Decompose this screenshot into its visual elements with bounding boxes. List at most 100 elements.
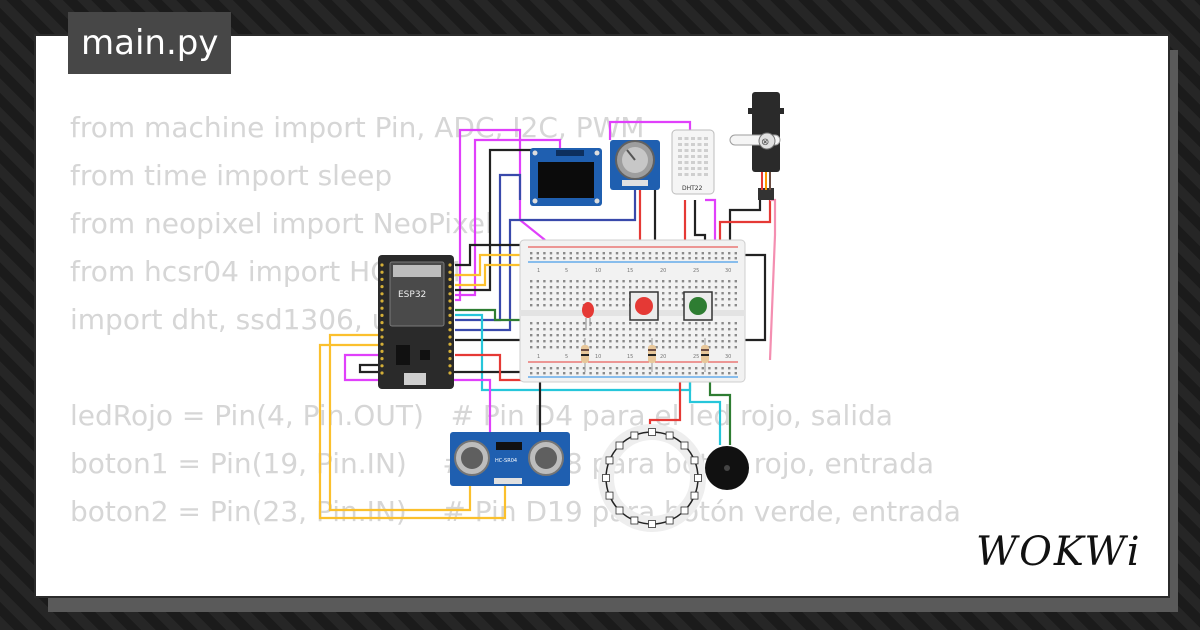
bb-hole [642, 328, 645, 331]
bb-hole [589, 346, 592, 349]
bb-hole [530, 372, 533, 375]
esp32-pin [380, 328, 384, 332]
bb-hole [609, 286, 612, 289]
bb-hole [648, 257, 652, 260]
esp32-pin [448, 321, 452, 325]
green-button-cap[interactable] [689, 297, 707, 315]
bb-hole [721, 286, 724, 289]
bb-hole [662, 257, 665, 260]
bb-hole [569, 286, 572, 289]
dht-vent [678, 149, 682, 152]
bb-hole [721, 322, 724, 325]
esp32-pin [380, 299, 384, 303]
bb-hole [714, 346, 718, 349]
bb-hole [655, 280, 658, 283]
bb-hole [708, 286, 711, 289]
bb-hole [543, 367, 546, 370]
bb-hole [563, 286, 566, 289]
bb-hole [536, 252, 539, 255]
bb-hole [576, 334, 579, 337]
esp32-pins [380, 263, 452, 375]
bb-hole [589, 257, 592, 260]
code-line: from time import sleep [70, 159, 393, 192]
bb-hole [734, 367, 737, 370]
bb-hole [675, 257, 678, 260]
bb-hole [728, 346, 731, 349]
ring-led [665, 516, 674, 525]
bb-hole [695, 286, 698, 289]
esp32-pin [448, 364, 452, 368]
bb-hole [662, 292, 665, 295]
red-push-button[interactable] [629, 291, 659, 321]
potentiometer[interactable] [610, 140, 660, 190]
code-line: ledRojo = Pin(4, Pin.OUT) # Pin D4 para … [70, 399, 893, 432]
bb-hole [536, 334, 539, 337]
esp32-module [389, 261, 445, 327]
bb-hole [721, 372, 724, 375]
bb-hole [589, 292, 592, 295]
bb-hole [596, 334, 599, 337]
bb-hole [549, 252, 553, 255]
bb-hole [602, 340, 605, 343]
bb-hole [675, 280, 678, 283]
green-push-button[interactable] [683, 291, 713, 321]
bb-hole [695, 257, 698, 260]
bb-hole [642, 252, 645, 255]
ring-led [694, 474, 702, 482]
bb-hole [615, 304, 619, 307]
bb-hole [675, 328, 678, 331]
bb-hole [635, 322, 638, 325]
esp32-pin [448, 270, 452, 274]
code-line: from neopixel import NeoPixel [70, 207, 493, 240]
dht-vent [691, 173, 695, 176]
bb-hole [675, 252, 678, 255]
bb-hole [668, 286, 671, 289]
bb-hole [681, 328, 685, 331]
bb-hole [622, 367, 625, 370]
esp32-board[interactable]: ESP32 [378, 255, 454, 389]
bb-hole [734, 280, 737, 283]
bb-hole [543, 286, 546, 289]
dht-vent [697, 149, 702, 152]
bb-hole [549, 298, 553, 301]
bb-hole [556, 257, 559, 260]
bb-hole [569, 367, 572, 370]
esp32-pin [380, 335, 384, 339]
bb-hole [615, 346, 619, 349]
bb-hole [655, 372, 658, 375]
bb-hole [714, 280, 718, 283]
dht-vent [691, 149, 695, 152]
esp32-pin [380, 285, 384, 289]
bb-hole [635, 252, 638, 255]
servo-body [752, 92, 780, 172]
bb-hole [569, 292, 572, 295]
bb-num: 5 [565, 268, 568, 274]
bb-hole [609, 340, 612, 343]
red-button-cap[interactable] [635, 297, 653, 315]
bb-hole [714, 340, 718, 343]
file-tab[interactable]: main.py [68, 12, 232, 74]
ring-led [680, 506, 689, 515]
bb-hole [609, 334, 612, 337]
bb-hole [734, 346, 737, 349]
bb-hole [530, 252, 533, 255]
bb-hole [681, 340, 685, 343]
bb-hole [635, 346, 638, 349]
bb-hole [708, 280, 711, 283]
bb-hole [695, 346, 698, 349]
esp32-pin [448, 328, 452, 332]
bb-hole [675, 346, 678, 349]
dht-vent [678, 167, 682, 170]
bb-hole [563, 322, 566, 325]
dht-vent [697, 173, 702, 176]
bb-hole [681, 367, 685, 370]
bb-hole [701, 340, 704, 343]
bb-hole [582, 286, 586, 289]
bb-hole [642, 322, 645, 325]
esp32-pin [448, 285, 452, 289]
bb-hole [701, 280, 704, 283]
bb-hole [556, 340, 559, 343]
bb-hole [681, 372, 685, 375]
servo-motor[interactable]: ⊗ [729, 92, 784, 200]
bb-hole [708, 367, 711, 370]
